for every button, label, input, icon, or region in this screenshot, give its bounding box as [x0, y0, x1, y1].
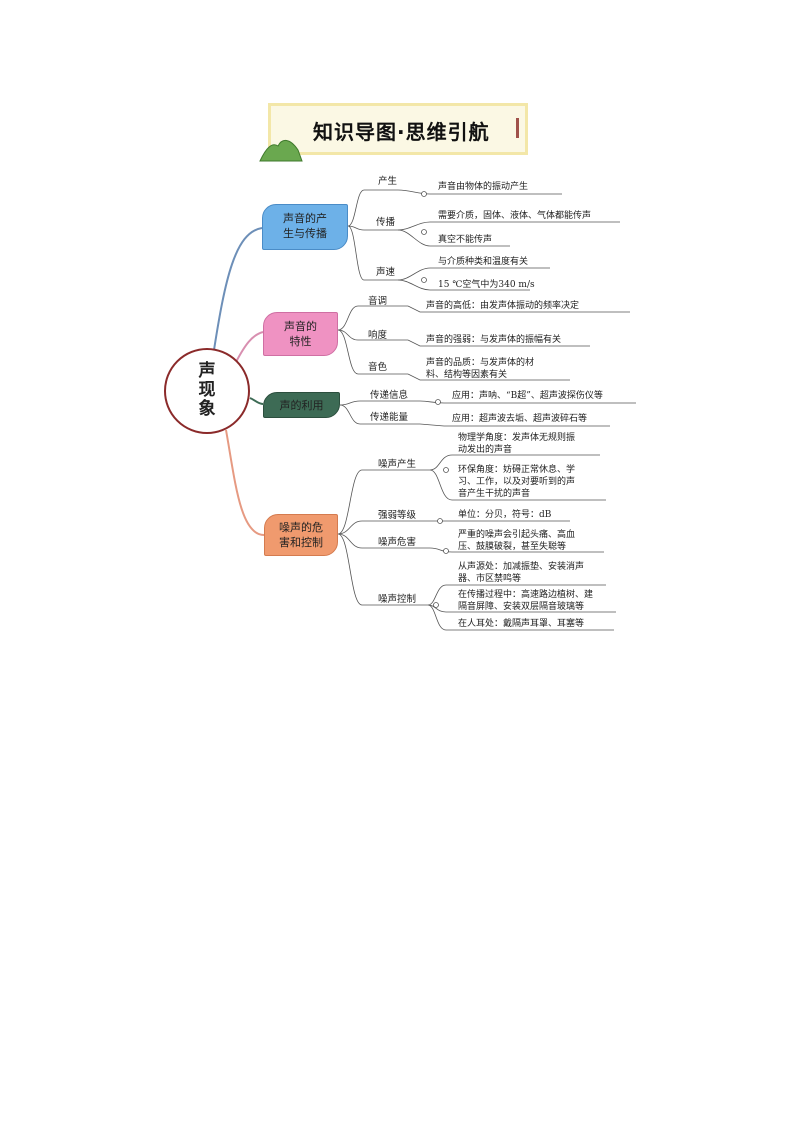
- branch-sound-use: 声的利用: [263, 392, 340, 418]
- sub-label: 声速: [376, 267, 396, 278]
- title-accent: [516, 118, 519, 138]
- sub-label: 传播: [376, 217, 396, 228]
- center-node: 声 现 象: [164, 348, 250, 434]
- sub-label: 响度: [368, 330, 388, 341]
- branch-noise: 噪声的危 害和控制: [264, 514, 338, 556]
- sub-label: 噪声危害: [378, 537, 417, 548]
- page-title: 知识导图·思维引航: [313, 120, 490, 144]
- leaf-text: 真空不能传声: [438, 235, 493, 245]
- branch-label: 噪声的危 害和控制: [279, 521, 323, 549]
- leaf-text: 15 ℃空气中为340 m/s: [438, 280, 535, 290]
- branch-label: 声音的产 生与传播: [283, 212, 327, 240]
- sub-label: 传递能量: [370, 412, 409, 423]
- leaf-text: 与介质种类和温度有关: [438, 257, 529, 267]
- leaf-text: 声音由物体的振动产生: [438, 182, 529, 192]
- sub-label: 强弱等级: [378, 510, 417, 521]
- title-box: 知识导图·思维引航: [268, 103, 528, 155]
- branch-sound-characteristics: 声音的 特性: [263, 312, 338, 356]
- leaf-text: 物理学角度：发声体无规则振 动发出的声音: [458, 433, 576, 455]
- leaf-text: 从声源处：加减振垫、安装消声 器、市区禁鸣等: [458, 562, 585, 584]
- leaf-text: 在人耳处：戴隔声耳罩、耳塞等: [458, 619, 585, 629]
- center-label: 声 现 象: [198, 361, 216, 419]
- leaf-text: 单位：分贝，符号：dB: [458, 510, 552, 520]
- leaf-text: 声音的品质：与发声体的材 料、结构等因素有关: [426, 358, 535, 380]
- sub-label: 噪声控制: [378, 594, 417, 605]
- sub-label: 音色: [368, 362, 388, 373]
- sub-label: 音调: [368, 296, 388, 307]
- leaf-text: 应用：声呐、“B超”、超声波探伤仪等: [452, 391, 603, 401]
- sub-label: 产生: [378, 176, 398, 187]
- leaf-text: 严重的噪声会引起头痛、高血 压、鼓膜破裂，甚至失聪等: [458, 530, 576, 552]
- sub-label: 噪声产生: [378, 459, 417, 470]
- branch-label: 声的利用: [279, 399, 324, 412]
- leaf-text: 应用：超声波去垢、超声波碎石等: [452, 414, 588, 424]
- leaf-text: 声音的高低：由发声体振动的频率决定: [426, 301, 580, 311]
- leaf-text: 环保角度：妨碍正常休息、学 习、工作，以及对要听到的声 音产生干扰的声音: [458, 465, 576, 499]
- sub-label: 传递信息: [370, 390, 409, 401]
- branch-label: 声音的 特性: [284, 320, 317, 348]
- branch-sound-production: 声音的产 生与传播: [262, 204, 348, 250]
- leaf-text: 在传播过程中：高速路边植树、建 隔音屏障、安装双层隔音玻璃等: [458, 590, 594, 612]
- leaf-text: 需要介质，固体、液体、气体都能传声: [438, 211, 592, 221]
- leaf-text: 声音的强弱：与发声体的振幅有关: [426, 335, 562, 345]
- hill-icon: [259, 140, 303, 162]
